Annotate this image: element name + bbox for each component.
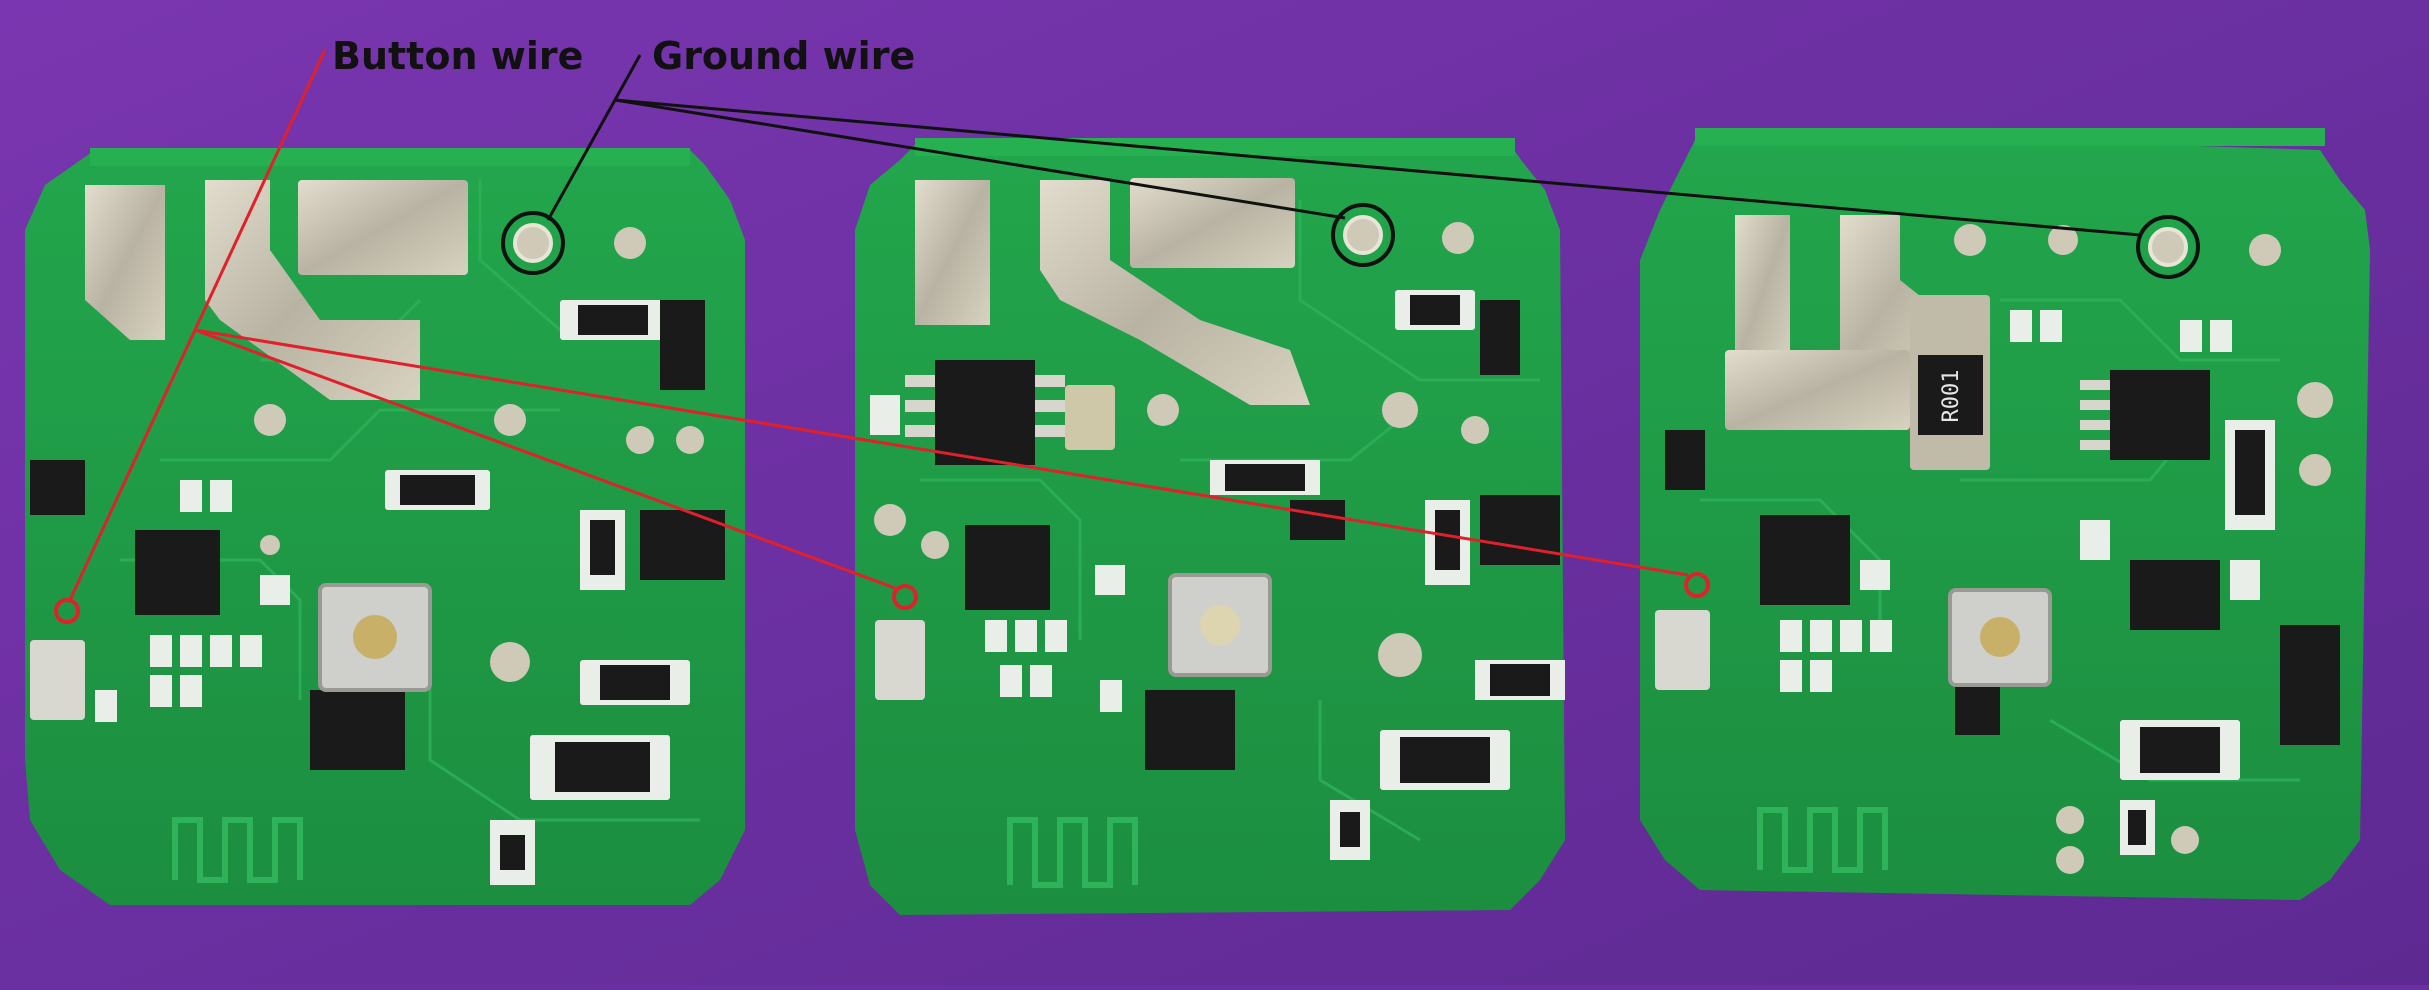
board-right: R001	[1640, 128, 2370, 900]
chip-marking: R001	[1939, 370, 1964, 423]
button-wire-label: Button wire	[332, 34, 584, 78]
board-left	[25, 148, 745, 905]
board-middle	[855, 138, 1565, 915]
button-wire-lines	[68, 49, 1689, 601]
ground-wire-label: Ground wire	[652, 34, 916, 78]
ground-wire-lines	[546, 54, 2141, 237]
